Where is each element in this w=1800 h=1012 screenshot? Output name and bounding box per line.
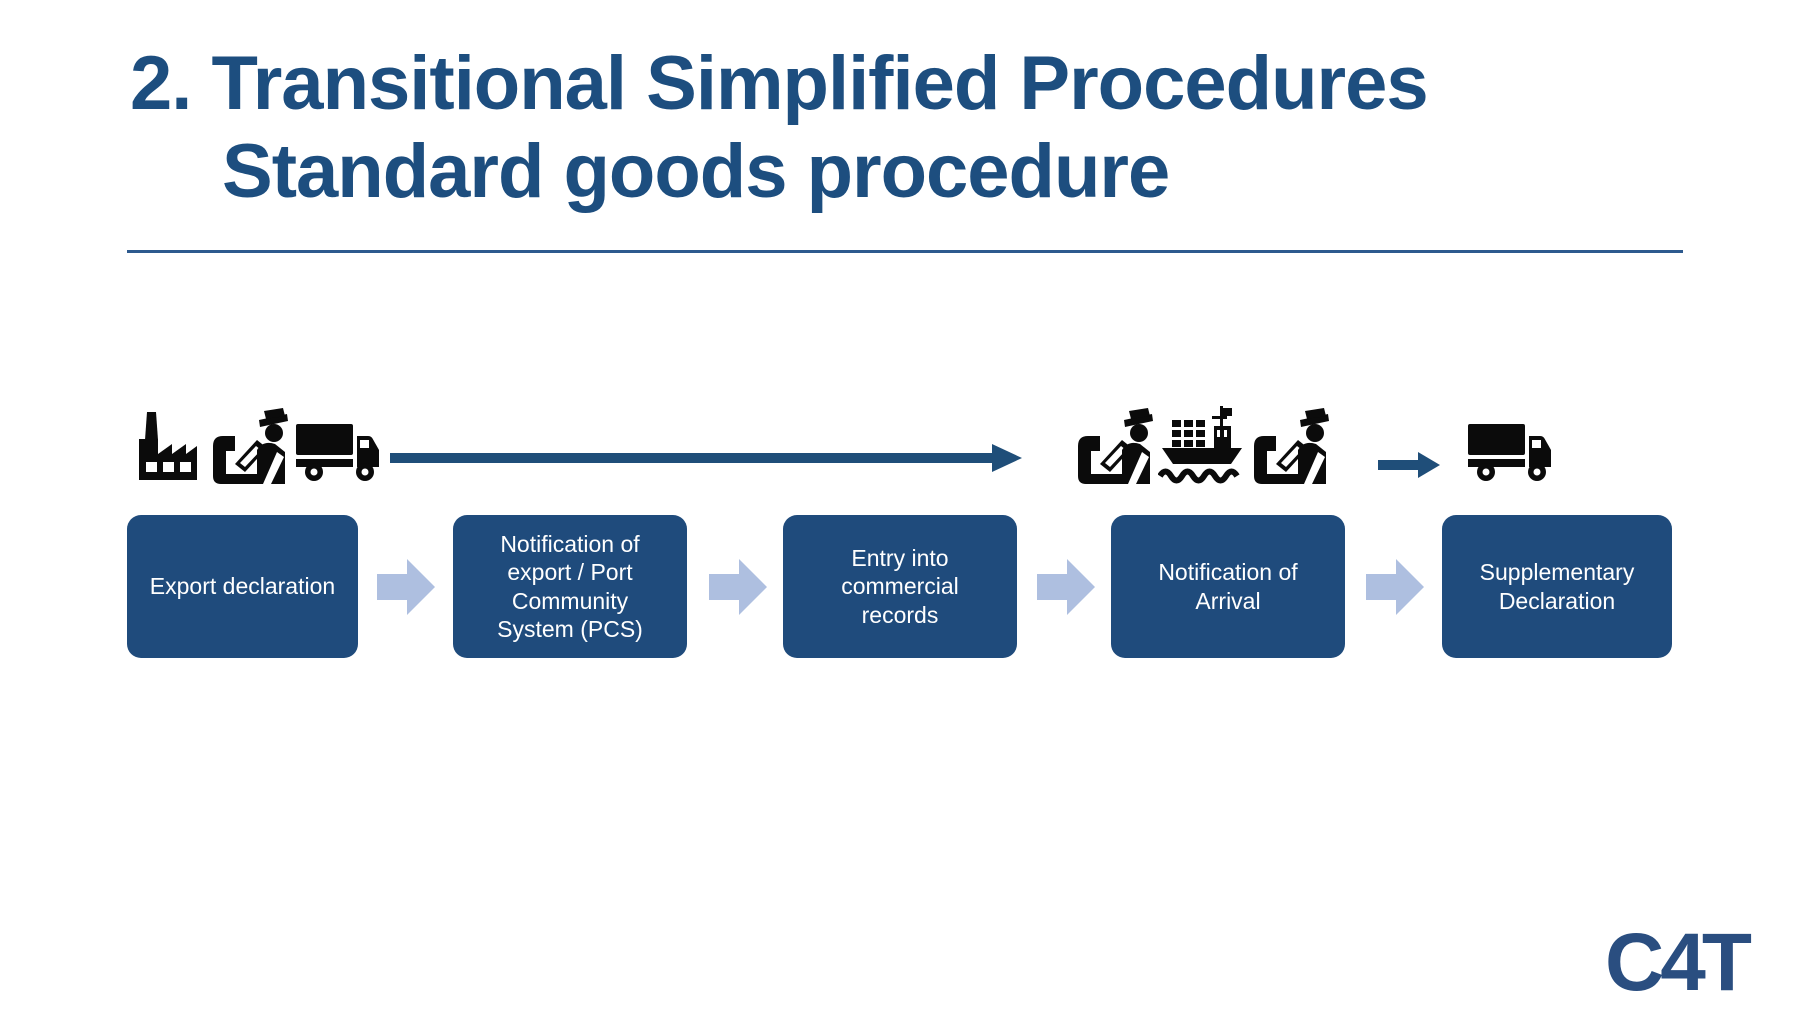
customs-officer-icon bbox=[1248, 408, 1332, 484]
flow-box-label: Supplementary Declaration bbox=[1479, 559, 1635, 614]
factory-icon bbox=[135, 412, 201, 482]
truck-icon bbox=[1468, 420, 1552, 482]
flow-box-export-declaration: Export declaration bbox=[127, 515, 358, 658]
long-right-arrow bbox=[390, 444, 1022, 472]
title-line-1: 2. Transitional Simplified Procedures bbox=[130, 41, 1429, 126]
customs-officer-icon bbox=[207, 408, 291, 484]
flow-box-label: Notification of Arrival bbox=[1158, 559, 1298, 614]
flow-box-notification-of-arrival: Notification of Arrival bbox=[1111, 515, 1345, 658]
flow-box-entry-into-commercial-records: Entry into commercial records bbox=[783, 515, 1017, 658]
company-logo: C4T bbox=[1605, 917, 1752, 1008]
customs-officer-icon bbox=[1072, 408, 1156, 484]
flow-step-arrow bbox=[709, 557, 767, 622]
cargo-ship-icon bbox=[1158, 404, 1246, 484]
page-title: 2. Transitional Simplified Procedures St… bbox=[130, 40, 1429, 216]
flow-box-label: Entry into commercial records bbox=[841, 545, 959, 628]
flow-box-notification-of-export-pcs: Notification of export / Port Community … bbox=[453, 515, 687, 658]
flow-step-arrow bbox=[1037, 557, 1095, 622]
flow-step-arrow bbox=[1366, 557, 1424, 622]
flow-box-supplementary-declaration: Supplementary Declaration bbox=[1442, 515, 1672, 658]
short-right-arrow bbox=[1378, 452, 1440, 478]
flow-box-label: Export declaration bbox=[149, 573, 336, 600]
truck-icon bbox=[296, 420, 380, 482]
title-divider bbox=[127, 250, 1683, 253]
flow-box-label: Notification of export / Port Community … bbox=[497, 531, 643, 642]
flow-step-arrow bbox=[377, 557, 435, 622]
title-line-2: Standard goods procedure bbox=[222, 129, 1170, 215]
